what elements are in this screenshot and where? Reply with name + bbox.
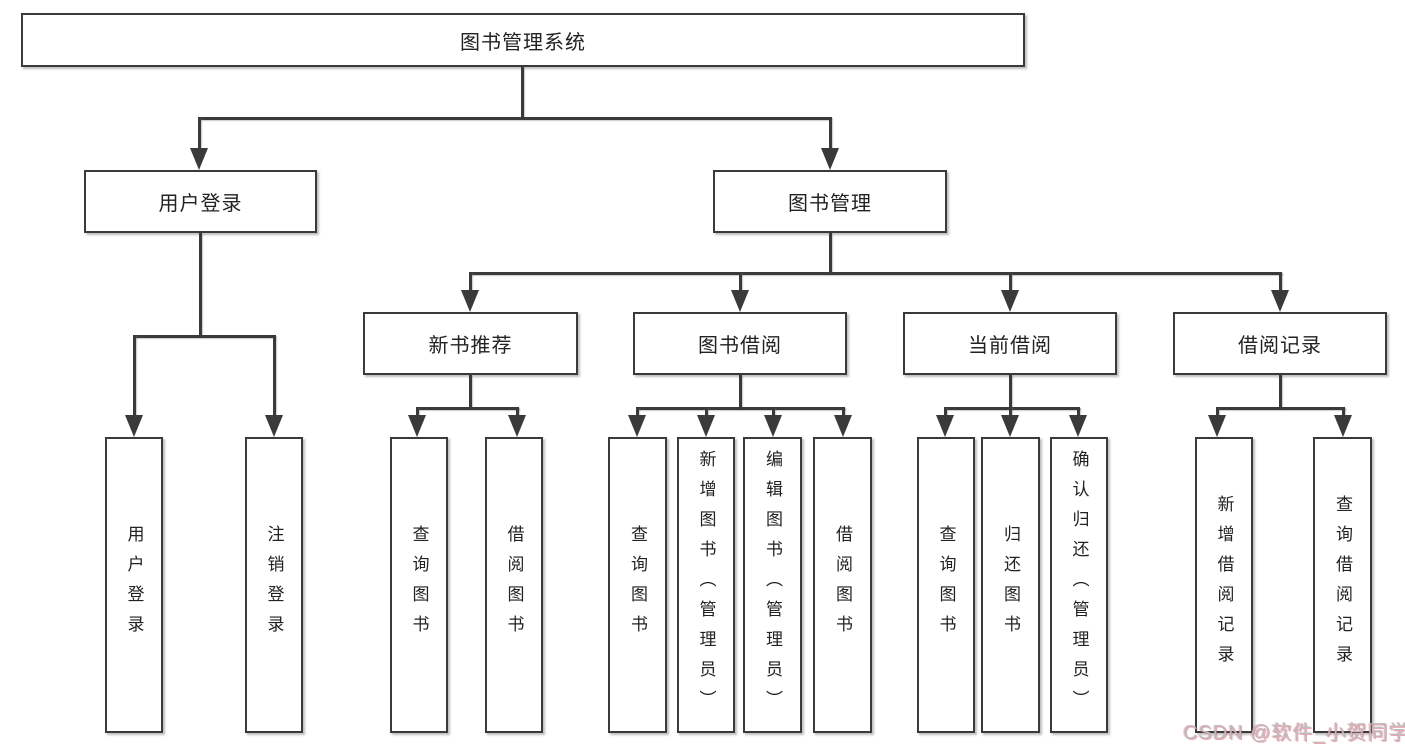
connector-stub xyxy=(739,375,742,409)
leaf-label: 用户登录 xyxy=(124,525,144,645)
arrow-down-icon xyxy=(764,415,782,437)
connector-hline xyxy=(1216,407,1345,410)
leaf-label: 新增图书（管理员） xyxy=(696,450,716,720)
leaf-add-borrow-record: 新增借阅记录 xyxy=(1195,437,1253,733)
connector-hline xyxy=(416,407,519,410)
connector-drop xyxy=(133,335,136,417)
arrow-down-icon xyxy=(461,290,479,312)
arrow-down-icon xyxy=(1069,415,1087,437)
arrow-down-icon xyxy=(834,415,852,437)
arrow-down-icon xyxy=(1271,290,1289,312)
connector-root-stub xyxy=(521,67,524,118)
arrow-down-icon xyxy=(265,415,283,437)
arrow-down-icon xyxy=(1334,415,1352,437)
leaf-label: 查询借阅记录 xyxy=(1333,495,1352,675)
connector-bookmgmt-hline xyxy=(469,272,1282,275)
leaf-query-books-recommend: 查询图书 xyxy=(390,437,448,733)
connector-drop xyxy=(842,407,845,417)
leaf-borrow-books-recommend: 借阅图书 xyxy=(485,437,543,733)
node-book-management-label: 图书管理 xyxy=(788,193,872,215)
csdn-watermark: CSDN @软件_小贺同学 xyxy=(1183,722,1405,744)
connector-userlogin-hline xyxy=(133,335,275,338)
leaf-query-borrow-record: 查询借阅记录 xyxy=(1313,437,1372,733)
node-user-login: 用户登录 xyxy=(84,170,317,233)
node-current-borrow: 当前借阅 xyxy=(903,312,1117,375)
connector-drop xyxy=(772,407,775,417)
connector-drop xyxy=(1279,272,1282,292)
connector-hline xyxy=(944,407,1080,410)
connector-drop xyxy=(739,272,742,292)
leaf-edit-books-admin: 编辑图书（管理员） xyxy=(743,437,802,733)
arrow-down-icon xyxy=(508,415,526,437)
arrow-down-icon xyxy=(731,290,749,312)
arrow-down-icon xyxy=(628,415,646,437)
leaf-user-login: 用户登录 xyxy=(105,437,163,733)
leaf-label: 新增借阅记录 xyxy=(1214,495,1234,675)
leaf-label: 注销登录 xyxy=(264,525,284,645)
connector-userlogin-stub xyxy=(199,233,202,337)
connector-drop xyxy=(469,272,472,292)
leaf-label: 查询图书 xyxy=(409,525,429,645)
node-new-book-recommend-label: 新书推荐 xyxy=(428,335,513,357)
connector-drop xyxy=(705,407,708,417)
connector-drop xyxy=(273,335,276,417)
connector-drop xyxy=(516,407,519,417)
node-current-borrow-label: 当前借阅 xyxy=(968,335,1052,357)
arrow-down-icon xyxy=(125,415,143,437)
arrow-down-icon xyxy=(1208,415,1226,437)
connector-l2b-drop xyxy=(829,117,832,150)
leaf-label: 编辑图书（管理员） xyxy=(763,450,782,720)
leaf-label: 借阅图书 xyxy=(504,525,524,645)
leaf-query-books-current: 查询图书 xyxy=(917,437,975,733)
connector-drop xyxy=(416,407,419,417)
arrow-down-icon xyxy=(408,415,426,437)
connector-drop xyxy=(1216,407,1219,417)
leaf-borrow-books: 借阅图书 xyxy=(813,437,872,733)
leaf-add-books-admin: 新增图书（管理员） xyxy=(677,437,735,733)
leaf-return-books: 归还图书 xyxy=(981,437,1040,733)
node-new-book-recommend: 新书推荐 xyxy=(363,312,578,375)
leaf-confirm-return-admin: 确认归还（管理员） xyxy=(1050,437,1108,733)
node-root-label: 图书管理系统 xyxy=(460,31,586,54)
arrow-down-icon xyxy=(1001,290,1019,312)
arrow-down-icon xyxy=(190,148,208,170)
arrow-down-icon xyxy=(936,415,954,437)
leaf-label: 查询图书 xyxy=(936,525,956,645)
connector-stub xyxy=(469,375,472,409)
connector-stub xyxy=(1009,375,1012,409)
leaf-label: 借阅图书 xyxy=(833,525,852,645)
leaf-label: 查询图书 xyxy=(628,525,647,645)
node-book-management: 图书管理 xyxy=(713,170,947,233)
node-borrow-records-label: 借阅记录 xyxy=(1238,335,1322,357)
connector-l2a-drop xyxy=(198,117,201,150)
connector-stub xyxy=(1279,375,1282,409)
arrow-down-icon xyxy=(1001,415,1019,437)
arrow-down-icon xyxy=(821,148,839,170)
leaf-query-books-borrow: 查询图书 xyxy=(608,437,667,733)
node-user-login-label: 用户登录 xyxy=(158,193,243,215)
node-root: 图书管理系统 xyxy=(21,13,1025,67)
leaf-logout: 注销登录 xyxy=(245,437,303,733)
connector-drop xyxy=(1342,407,1345,417)
connector-drop xyxy=(1009,272,1012,292)
connector-drop xyxy=(1009,407,1012,417)
connector-hline xyxy=(636,407,845,410)
node-book-borrow-label: 图书借阅 xyxy=(698,335,782,357)
leaf-label: 归还图书 xyxy=(1001,525,1020,645)
connector-drop xyxy=(636,407,639,417)
connector-drop xyxy=(944,407,947,417)
leaf-label: 确认归还（管理员） xyxy=(1069,450,1089,720)
connector-bookmgmt-stub xyxy=(829,233,832,274)
connector-drop xyxy=(1077,407,1080,417)
connector-root-hline xyxy=(198,117,831,120)
arrow-down-icon xyxy=(697,415,715,437)
node-book-borrow: 图书借阅 xyxy=(633,312,847,375)
node-borrow-records: 借阅记录 xyxy=(1173,312,1387,375)
